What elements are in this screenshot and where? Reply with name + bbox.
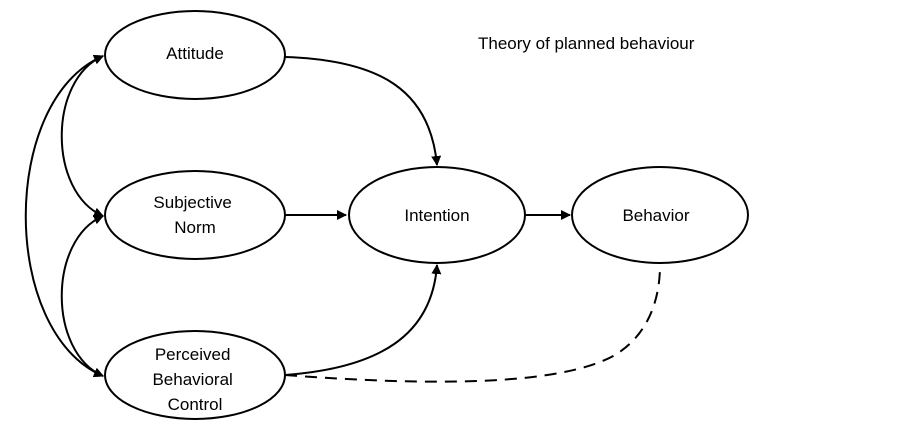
edge-attitude-norm-correlation <box>60 55 104 217</box>
node-perceived-behavioral-control-line-1: Perceived <box>155 345 231 364</box>
node-behavior: Behavior <box>571 166 749 264</box>
node-subjective-norm-line-1: Subjective <box>153 193 231 212</box>
node-attitude-line-1: Attitude <box>166 44 224 63</box>
node-attitude-label: Attitude <box>166 44 224 63</box>
node-subjective-norm-label: Subjective Norm <box>153 193 236 237</box>
node-subjective-norm-line-2: Norm <box>174 218 216 237</box>
node-perceived-behavioral-control-line-3: Control <box>168 395 223 414</box>
node-perceived-behavioral-control-shape <box>104 330 286 420</box>
node-intention-line-1: Intention <box>404 206 469 225</box>
node-intention-label: Intention <box>404 206 469 225</box>
edge-attitude-control-correlation <box>24 54 104 378</box>
node-subjective-norm-shape <box>104 170 286 260</box>
node-perceived-behavioral-control-line-2: Behavioral <box>152 370 232 389</box>
edge-control-to-intention <box>284 264 442 376</box>
node-subjective-norm: Subjective Norm <box>104 170 286 260</box>
node-behavior-shape <box>571 166 749 264</box>
node-intention-shape <box>348 166 526 264</box>
node-behavior-line-1: Behavior <box>622 206 689 225</box>
node-behavior-label: Behavior <box>622 206 689 225</box>
node-perceived-behavioral-control-label: Perceived Behavioral Control <box>152 345 237 414</box>
edge-norm-control-correlation <box>60 215 104 377</box>
diagram-title: Theory of planned behaviour <box>478 34 695 53</box>
node-attitude: Attitude <box>104 10 286 100</box>
edge-attitude-to-intention <box>284 56 442 166</box>
node-intention: Intention <box>348 166 526 264</box>
node-attitude-shape <box>104 10 286 100</box>
node-perceived-behavioral-control: Perceived Behavioral Control <box>104 330 286 420</box>
edge-control-to-behavior-dashed <box>284 264 661 383</box>
